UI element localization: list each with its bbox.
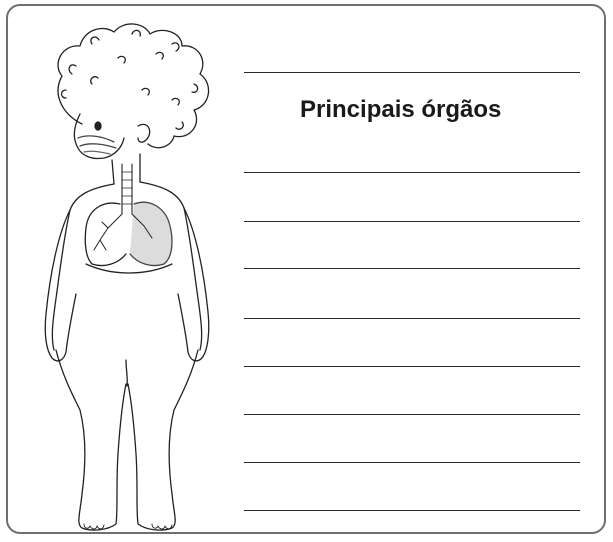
face xyxy=(73,113,125,160)
answer-line xyxy=(244,72,580,73)
answer-line xyxy=(244,366,580,367)
left-lung xyxy=(84,202,127,267)
answer-line xyxy=(244,510,580,511)
worksheet-heading: Principais órgãos xyxy=(300,96,502,123)
answer-line xyxy=(244,414,580,415)
right-arm xyxy=(177,207,210,362)
hair xyxy=(57,23,210,149)
torso xyxy=(51,181,203,351)
answer-line xyxy=(244,268,580,269)
answer-line xyxy=(244,318,580,319)
answer-line xyxy=(244,172,580,173)
right-lung xyxy=(129,201,173,267)
answer-line xyxy=(244,221,580,222)
answer-line xyxy=(244,462,580,463)
respiratory-system-illustration xyxy=(44,23,210,531)
left-arm xyxy=(44,209,77,362)
worksheet-frame xyxy=(6,4,606,534)
